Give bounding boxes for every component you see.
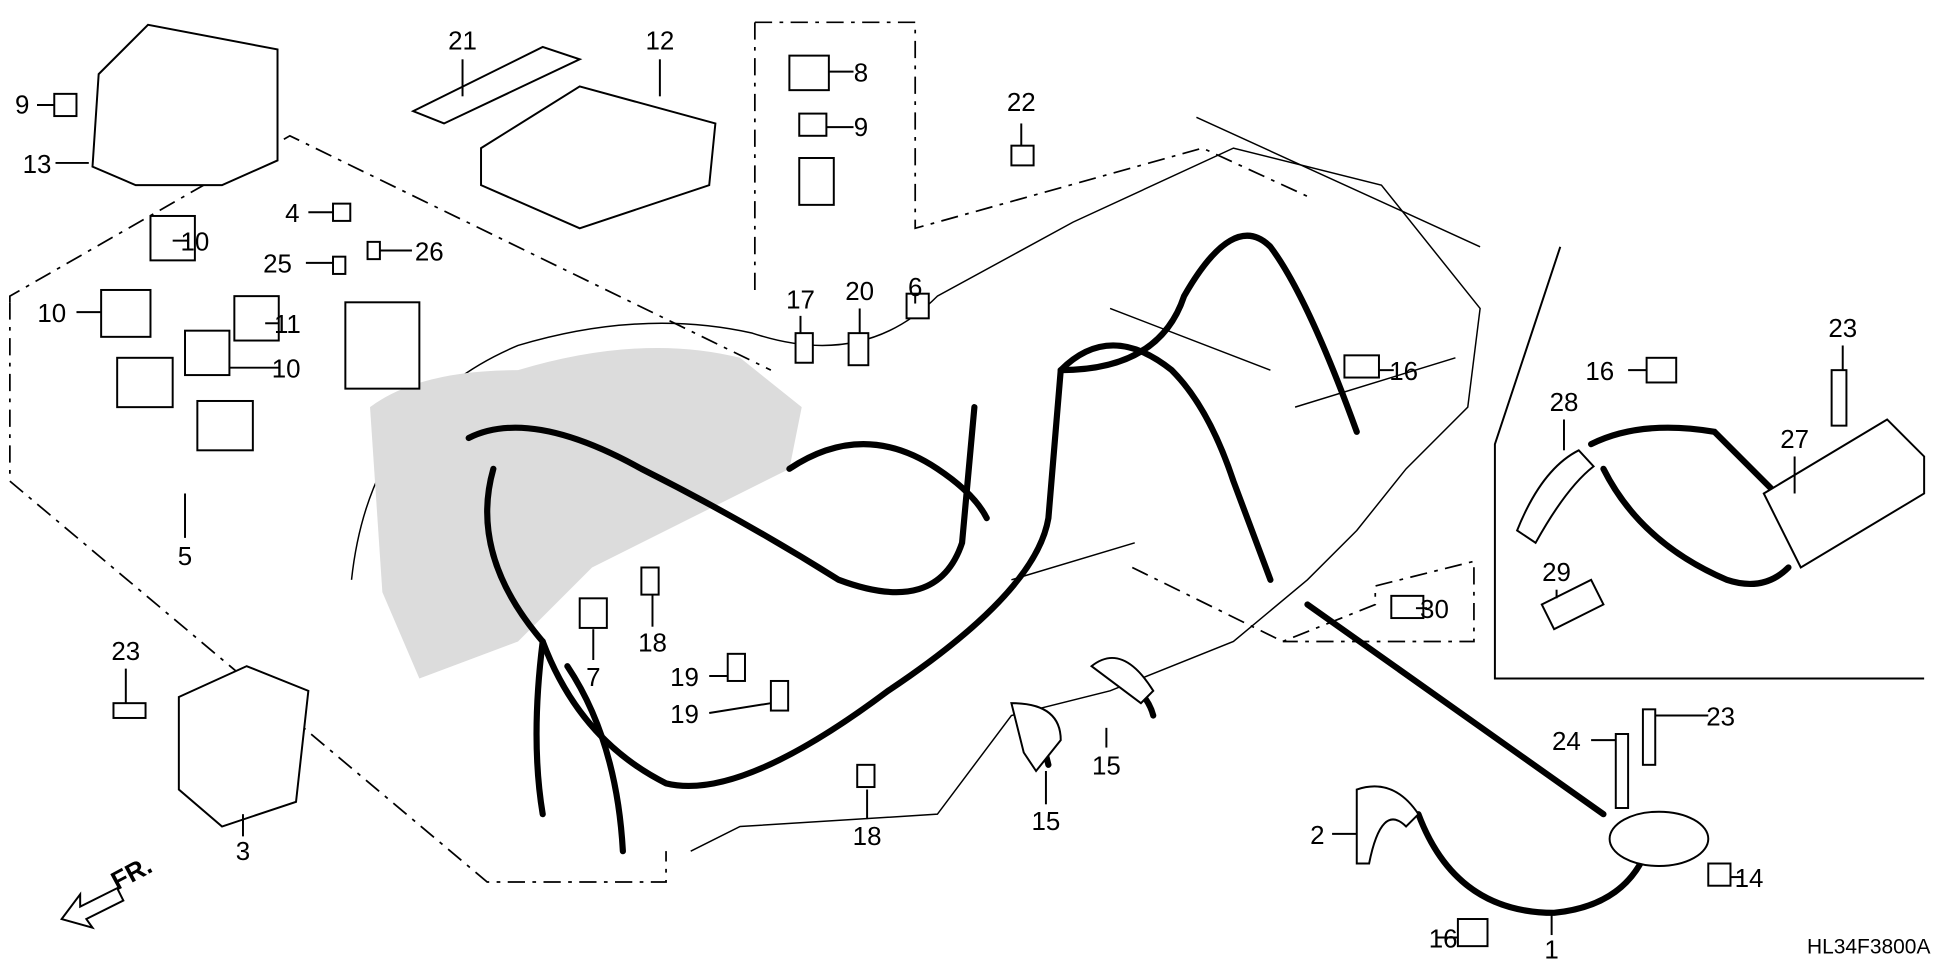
- plug-cap-28: [1515, 449, 1596, 545]
- callout-10: 10: [37, 300, 66, 328]
- coupler: [798, 157, 835, 206]
- fuse-holder: [344, 301, 421, 390]
- stippled-frame-area: [370, 347, 802, 679]
- callout-18: 18: [638, 629, 667, 657]
- clip-20: [847, 332, 870, 367]
- callout-11: 11: [274, 311, 301, 339]
- relay-11: [233, 295, 280, 342]
- plug-cap-2: [1355, 785, 1420, 865]
- relay-10c: [184, 329, 231, 377]
- relay-10a: [100, 288, 152, 338]
- callout-10: 10: [272, 356, 301, 384]
- clamp-16c: [1645, 356, 1678, 384]
- callout-9: 9: [854, 114, 868, 142]
- clip-6: [905, 292, 930, 320]
- band-15a: [1010, 702, 1062, 773]
- harness-wires: [465, 232, 1792, 916]
- clip-9b: [798, 112, 828, 137]
- callout-16: 16: [1389, 358, 1418, 386]
- clip-19b: [769, 679, 790, 712]
- ignition-coil-27: [1762, 418, 1926, 569]
- callout-21: 21: [448, 27, 477, 55]
- nut-14: [1707, 862, 1732, 887]
- plug-cap-29: [1540, 578, 1605, 631]
- callout-3: 3: [236, 838, 250, 866]
- strap-21: [410, 45, 583, 125]
- callout-18: 18: [853, 823, 882, 851]
- callout-10: 10: [180, 229, 209, 257]
- callout-17: 17: [786, 286, 815, 314]
- callout-16: 16: [1585, 358, 1614, 386]
- fuse-box-cover: [91, 23, 279, 187]
- relay-8: [788, 54, 830, 92]
- callout-1: 1: [1544, 936, 1558, 964]
- connector-7: [578, 597, 608, 629]
- callout-23: 23: [1706, 703, 1735, 731]
- relay-socket-a: [116, 356, 174, 409]
- callout-6: 6: [908, 274, 922, 302]
- callout-26: 26: [415, 238, 444, 266]
- callout-23: 23: [111, 638, 140, 666]
- clip-30: [1390, 594, 1425, 620]
- leader-line: [709, 702, 772, 715]
- callout-29: 29: [1542, 559, 1571, 587]
- bolt-23a: [112, 702, 147, 719]
- callout-9: 9: [15, 92, 29, 120]
- components: [53, 23, 1926, 948]
- clip-9: [53, 92, 78, 118]
- clamp-16a: [1456, 918, 1489, 948]
- callout-27: 27: [1780, 426, 1809, 454]
- ecu-12: [480, 85, 717, 230]
- module-3: [177, 665, 310, 828]
- callout-23: 23: [1828, 315, 1857, 343]
- fuse-4: [332, 202, 352, 222]
- relay-socket-b: [196, 399, 254, 452]
- callout-2: 2: [1310, 822, 1324, 850]
- callout-leader-lines: [37, 59, 1844, 939]
- bolt-22: [1010, 144, 1035, 167]
- clamp-16b: [1343, 354, 1380, 379]
- callout-7: 7: [586, 664, 600, 692]
- bolt-23b: [1830, 369, 1848, 427]
- clip-19a: [726, 652, 746, 682]
- callout-19: 19: [670, 701, 699, 729]
- callout-25: 25: [263, 251, 292, 279]
- callout-19: 19: [670, 664, 699, 692]
- front-direction-indicator: FR.: [60, 852, 157, 930]
- callout-14: 14: [1735, 865, 1764, 893]
- background-frame-outline: [350, 116, 1481, 852]
- callout-30: 30: [1420, 596, 1449, 624]
- clip-17: [794, 332, 814, 364]
- drawing-code: HL34F3800A: [1807, 936, 1931, 959]
- callout-4: 4: [285, 200, 299, 228]
- callout-12: 12: [645, 27, 674, 55]
- clip-18b: [856, 763, 876, 789]
- callout-15: 15: [1092, 753, 1121, 781]
- callout-20: 20: [845, 278, 874, 306]
- relay-10b: [149, 214, 196, 262]
- bolt-24: [1614, 733, 1630, 809]
- callout-13: 13: [23, 151, 52, 179]
- bolt-23c: [1641, 708, 1657, 766]
- fuse-25: [332, 255, 347, 275]
- front-arrow-icon: [60, 886, 125, 930]
- ignition-coil-1: [1608, 810, 1710, 867]
- clip-18a: [640, 566, 660, 596]
- callout-15: 15: [1032, 808, 1061, 836]
- dashed-group-boxes: [9, 21, 1925, 883]
- callout-5: 5: [178, 543, 192, 571]
- callout-22: 22: [1007, 89, 1036, 117]
- callout-16: 16: [1429, 925, 1458, 953]
- band-15b: [1089, 657, 1155, 705]
- callout-8: 8: [854, 60, 868, 88]
- fuse-26: [366, 240, 381, 261]
- callout-24: 24: [1552, 728, 1581, 756]
- callout-28: 28: [1550, 389, 1579, 417]
